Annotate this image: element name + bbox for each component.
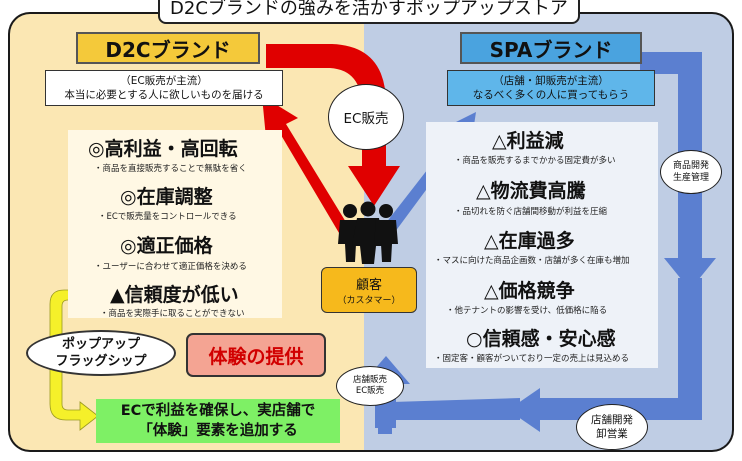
spa-item-sub: ・固定客・顧客がついており一定の売上は見込める [434,354,629,364]
spa-weaknesses-list: △利益減 ・商品を販売するまでかかる固定費が多い △物流費高騰 ・品切れを防ぐ店… [426,122,658,368]
spa-desc-line1: （店舗・卸販売が主流） [493,75,609,87]
d2c-item-head: ◎適正価格 [120,235,213,257]
popup-line1: ポップアップ [61,337,140,352]
conclusion-box: ECで利益を確保し、実店舗で 「体験」要素を追加する [96,399,340,443]
d2c-desc-line1: （EC販売が主流） [120,75,208,87]
spa-desc-line2: なるべく多くの人に買ってもらう [472,89,630,101]
spa-description: （店舗・卸販売が主流） なるべく多くの人に買ってもらう [447,70,655,106]
store-sales-line2: EC販売 [355,386,385,396]
product-dev-bubble: 商品開発 生産管理 [660,150,722,194]
product-dev-line1: 商品開発 [672,161,709,171]
spa-item-sub: ・マスに向けた商品企画数・店舗が多く在庫も増加 [434,256,630,266]
store-sales-line1: 店舗販売 [352,375,387,385]
d2c-item-sub: ・商品を実際手に取ることができない [100,309,245,319]
popup-flagship-bubble: ポップアップ フラッグシップ [26,330,176,376]
spa-item-head: △物流費高騰 [476,180,586,202]
d2c-item-sub: ・商品を直接販売することで無駄を省く [94,164,247,174]
spa-item-sub: ・商品を販売するまでかかる固定費が多い [454,156,616,166]
d2c-brand-label: D2Cブランド [76,32,260,64]
experience-box: 体験の提供 [186,333,326,377]
customer-box: 顧客 （カスタマー） [321,267,417,313]
store-dev-line2: 卸営業 [596,428,628,440]
d2c-item-head: ▲信頼度が低い [110,284,239,306]
store-dev-line1: 店舗開発 [591,414,633,426]
popup-line2: フラッグシップ [55,354,147,369]
product-dev-line2: 生産管理 [672,173,709,183]
conclusion-line2: 「体験」要素を追加する [138,423,298,439]
spa-item-head: △利益減 [492,130,564,152]
d2c-item-head: ◎高利益・高回転 [88,138,238,160]
d2c-description: （EC販売が主流） 本当に必要とする人に欲しいものを届ける [45,70,283,106]
customer-label: 顧客 [355,278,382,293]
ec-sales-bubble: EC販売 [328,84,404,150]
customers-icon [338,201,398,264]
customer-sub: （カスタマー） [337,296,401,306]
d2c-item-sub: ・ユーザーに合わせて適正価格を決める [94,262,247,272]
spa-item-head: △価格競争 [484,280,575,302]
d2c-item-head: ◎在庫調整 [120,186,213,208]
d2c-strengths-list: ◎高利益・高回転 ・商品を直接販売することで無駄を省く ◎在庫調整 ・ECで販売… [68,130,282,319]
spa-item-sub: ・品切れを防ぐ店舗間移動が利益を圧縮 [454,207,608,217]
spa-brand-label: SPAブランド [460,32,642,64]
conclusion-line1: ECで利益を確保し、実店舗で [120,403,316,419]
page-title: D2Cブランドの強みを活かすポップアップストア [158,0,580,24]
store-dev-bubble: 店舗開発 卸営業 [576,404,648,450]
spa-item-sub: ・他テナントの影響を受け、低価格に陥る [446,306,608,316]
store-sales-bubble: 店舗販売 EC販売 [336,366,404,406]
d2c-item-sub: ・ECで販売量をコントロールできる [98,212,237,222]
d2c-desc-line2: 本当に必要とする人に欲しいものを届ける [64,89,264,101]
spa-item-head: ○信頼感・安心感 [466,328,616,350]
spa-item-head: △在庫過多 [484,230,575,252]
